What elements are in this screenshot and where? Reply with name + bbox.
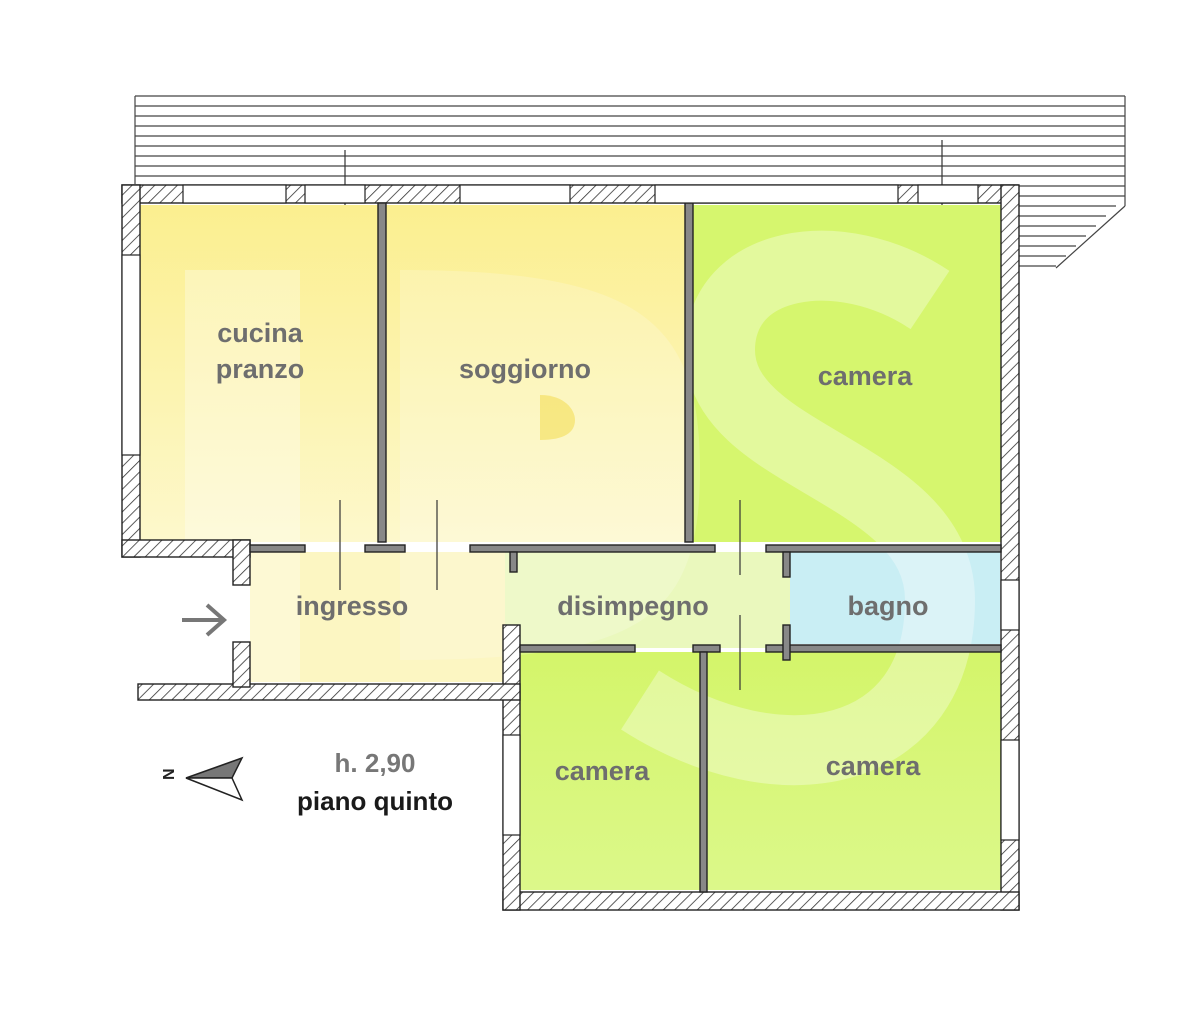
ceiling-height: h. 2,90	[335, 748, 416, 778]
north-arrow-icon: N	[161, 756, 244, 802]
entrance-label: ingresso	[296, 591, 409, 621]
north-letter: N	[161, 768, 178, 780]
room-fills	[140, 205, 1001, 890]
room-labels: cucina pranzo soggiorno camera ingresso …	[216, 318, 929, 786]
hallway-label: disimpegno	[557, 591, 709, 621]
floor-level: piano quinto	[297, 786, 453, 816]
entrance-arrow-icon	[182, 603, 228, 637]
living-room-label: soggiorno	[459, 354, 591, 384]
kitchen-label-line1: cucina	[217, 318, 304, 348]
kitchen-label-line2: pranzo	[216, 354, 305, 384]
windows	[121, 184, 1020, 841]
bedroom-bottom-left-label: camera	[555, 756, 651, 786]
bathroom-label: bagno	[848, 591, 929, 621]
watermark-logo	[185, 230, 976, 785]
bedroom-top-right-label: camera	[818, 361, 914, 391]
bedroom-bottom-right-label: camera	[826, 751, 922, 781]
door-lines	[339, 500, 741, 690]
